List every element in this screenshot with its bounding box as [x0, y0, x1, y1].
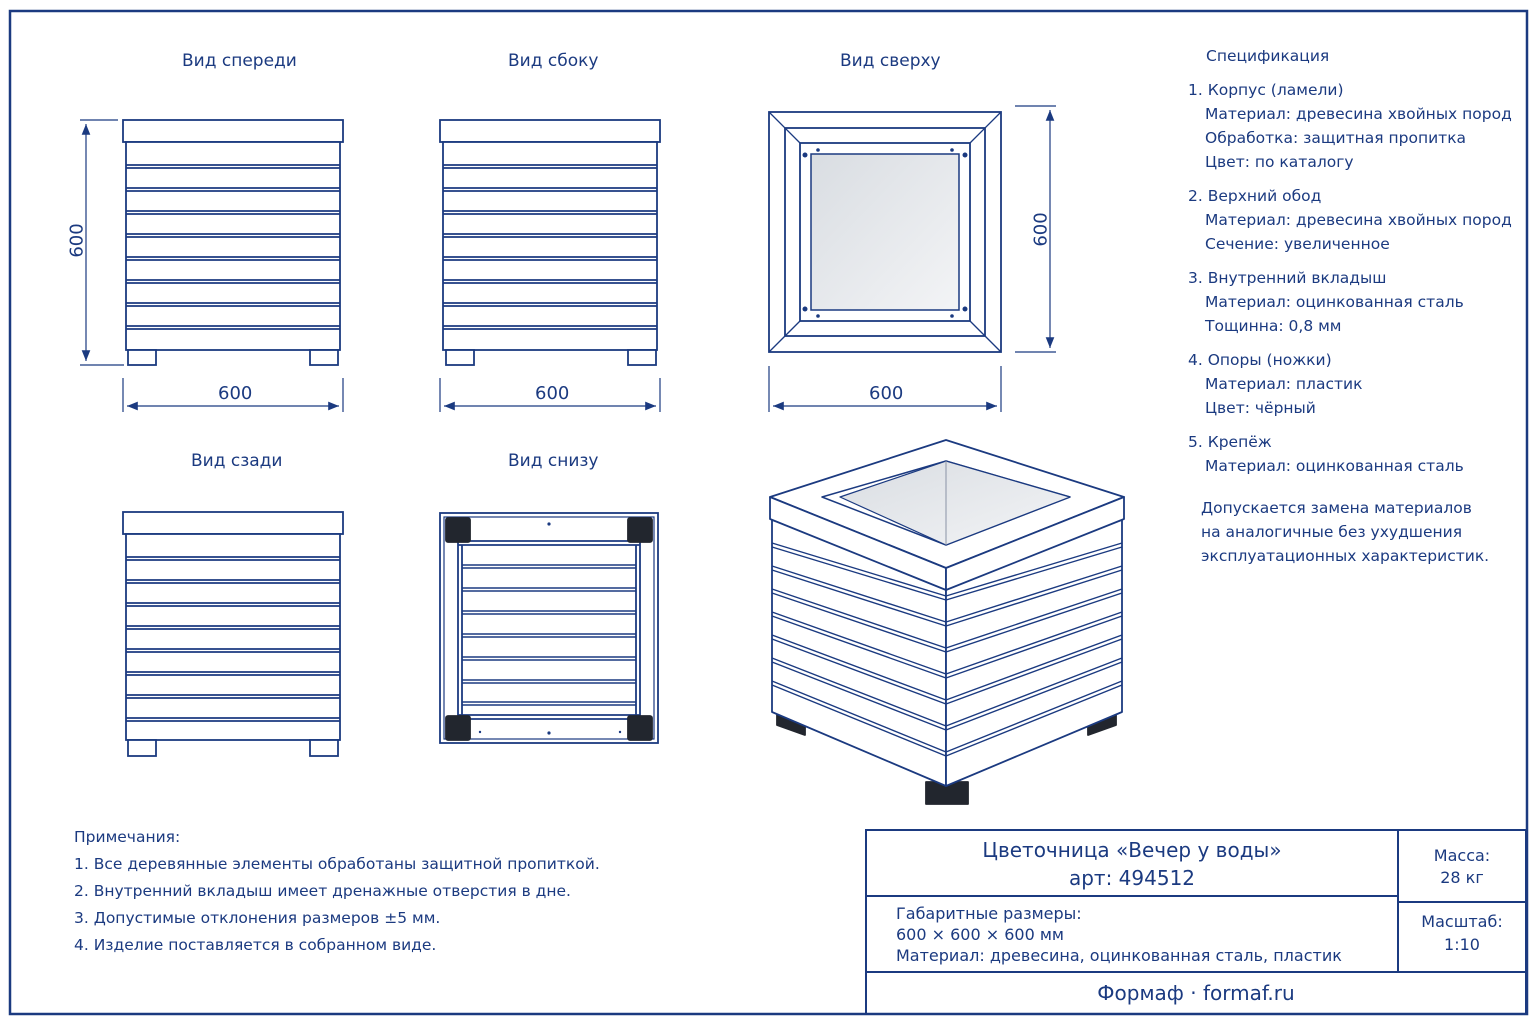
- top-screws: [802, 148, 968, 318]
- spec-item-title: 3. Внутренний вкладыш: [1188, 269, 1387, 287]
- spec-item-line: Материал: древесина хвойных пород: [1205, 105, 1512, 123]
- back-view: [122, 511, 344, 757]
- spec-item-title: 5. Крепёж: [1188, 433, 1272, 451]
- spec-item: 1. Корпус (ламели) Материал: древесина х…: [1188, 78, 1518, 174]
- bottom-feet: [445, 517, 653, 741]
- front-view-label: Вид спереди: [182, 51, 297, 71]
- dims-label: Габаритные размеры:: [896, 904, 1082, 923]
- front-dimension-lines: [80, 119, 344, 412]
- isometric-view: [769, 439, 1125, 805]
- top-view-label: Вид сверху: [840, 51, 941, 71]
- front-foot-right: [309, 349, 339, 366]
- product-article: арт: 494512: [1068, 866, 1196, 890]
- brand-footer: Формаф · formaf.ru: [1097, 981, 1295, 1005]
- back-view-label: Вид сзади: [191, 451, 283, 471]
- side-slat-lines: [443, 164, 657, 330]
- top-width-dimension: 600: [869, 383, 904, 404]
- material-text: Материал: древесина, оцинкованная сталь,…: [896, 946, 1342, 965]
- front-view: [122, 119, 344, 366]
- spec-item-line: Материал: оцинкованная сталь: [1205, 457, 1464, 475]
- spec-note-line: Допускается замена материалов: [1201, 499, 1472, 517]
- spec-item-line: Обработка: защитная пропитка: [1205, 129, 1467, 147]
- spec-note-line: на аналогичные без ухудшения: [1201, 523, 1463, 541]
- spec-note: Допускается замена материалов на аналоги…: [1188, 496, 1518, 568]
- scale-value: 1:10: [1444, 935, 1480, 954]
- back-foot-left: [127, 739, 157, 757]
- side-dimension-lines: [439, 378, 661, 412]
- notes-title: Примечания:: [74, 828, 181, 846]
- iso-slat-lines-right: [945, 542, 1123, 757]
- iso-rim-right-face: [945, 496, 1125, 591]
- top-liner: [810, 153, 960, 311]
- spec-item-line: Материал: оцинкованная сталь: [1205, 293, 1464, 311]
- spec-item-title: 4. Опоры (ножки): [1188, 351, 1332, 369]
- mass-value: 28 кг: [1440, 868, 1484, 887]
- spec-item-line: Материал: пластик: [1205, 375, 1363, 393]
- top-dimension-lines: [768, 105, 1056, 412]
- scale-label: Масштаб:: [1421, 912, 1503, 931]
- side-foot-left: [445, 349, 475, 366]
- side-view-label: Вид сбоку: [508, 51, 599, 71]
- note-item: 3. Допустимые отклонения размеров ±5 мм.: [74, 909, 441, 927]
- side-view: [439, 119, 661, 366]
- spec-item-line: Сечение: увеличенное: [1205, 235, 1390, 253]
- spec-item: 2. Верхний обод Материал: древесина хвой…: [1188, 184, 1518, 256]
- title-block: [865, 829, 1527, 1015]
- top-view: [768, 111, 1002, 353]
- bottom-view-label: Вид снизу: [508, 451, 599, 471]
- spec-item-line: Цвет: чёрный: [1205, 399, 1316, 417]
- notes: Примечания: 1. Все деревянные элементы о…: [74, 824, 600, 959]
- spec-item-line: Материал: древесина хвойных пород: [1205, 211, 1512, 229]
- front-width-dimension: 600: [218, 383, 253, 404]
- note-item: 2. Внутренний вкладыш имеет дренажные от…: [74, 882, 571, 900]
- iso-slat-lines-left: [771, 542, 947, 757]
- front-slat-lines: [126, 164, 340, 330]
- bottom-slat-lines: [462, 564, 636, 706]
- back-foot-right: [309, 739, 339, 757]
- top-height-dimension: 600: [1030, 212, 1052, 247]
- side-width-dimension: 600: [535, 383, 570, 404]
- spec-item-title: 2. Верхний обод: [1188, 187, 1322, 205]
- spec-item-title: 1. Корпус (ламели): [1188, 81, 1344, 99]
- spec-item-line: Цвет: по каталогу: [1205, 153, 1354, 171]
- mass-label: Масса:: [1433, 846, 1491, 865]
- spec-title: Спецификация: [1206, 47, 1330, 65]
- note-item: 4. Изделие поставляется в собранном виде…: [74, 936, 437, 954]
- spec-item-line: Тощинна: 0,8 мм: [1205, 317, 1342, 335]
- bottom-drain-holes: [478, 522, 622, 735]
- spec-note-line: эксплуатационных характеристик.: [1201, 547, 1490, 565]
- spec-item: 5. Крепёж Материал: оцинкованная сталь: [1188, 430, 1518, 478]
- product-name: Цветочница «Вечер у воды»: [982, 838, 1282, 862]
- side-foot-right: [627, 349, 657, 366]
- front-height-dimension: 600: [66, 223, 88, 258]
- spec-item: 4. Опоры (ножки) Материал: пластик Цвет:…: [1188, 348, 1518, 420]
- back-slat-lines: [126, 556, 340, 722]
- note-item: 1. Все деревянные элементы обработаны за…: [74, 855, 600, 873]
- specification: Спецификация 1. Корпус (ламели) Материал…: [1188, 44, 1518, 568]
- dims-value: 600 × 600 × 600 мм: [896, 925, 1064, 944]
- sheet-border: [8, 9, 1529, 1016]
- front-foot-left: [127, 349, 157, 366]
- spec-item: 3. Внутренний вкладыш Материал: оцинкова…: [1188, 266, 1518, 338]
- bottom-view: [439, 512, 659, 744]
